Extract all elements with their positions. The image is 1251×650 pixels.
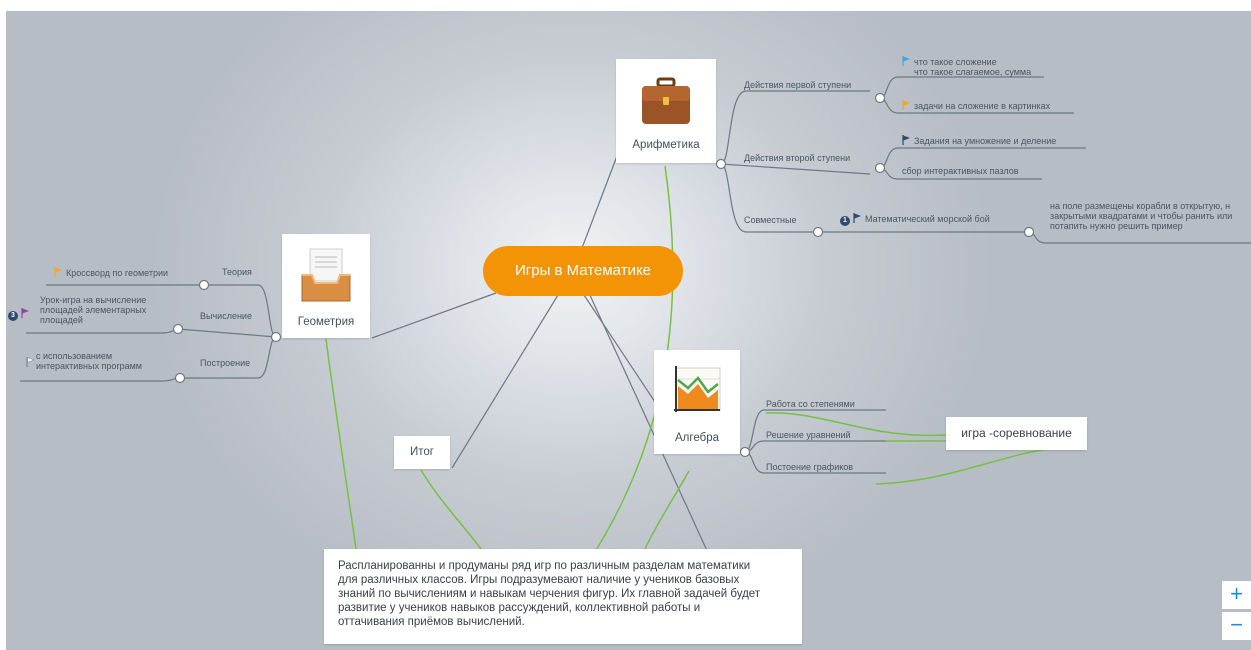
flag-blue-icon bbox=[902, 56, 910, 66]
arith-b1-leaf1-line2: что такое слагаемое, сумма bbox=[914, 67, 1032, 77]
geo-theory-label[interactable]: Теория bbox=[222, 267, 252, 277]
inbox-tray-icon bbox=[301, 248, 351, 302]
line-center-summary bbox=[451, 294, 559, 469]
arith-b1-leaf1-line1: что такое сложение bbox=[914, 57, 997, 67]
topic-algebra-label: Алгебра bbox=[675, 432, 719, 444]
flag-navy-icon bbox=[902, 135, 910, 145]
briefcase-icon bbox=[642, 77, 690, 124]
line-arith-b1-leaf1 bbox=[879, 76, 1044, 99]
line-geo-construct-leaf bbox=[20, 377, 181, 382]
collapse-dot-arith-b1[interactable] bbox=[874, 92, 886, 104]
collapse-dot-geo-calc[interactable] bbox=[172, 323, 184, 335]
note-line4: развитие у учеников навыков рассуждений,… bbox=[338, 602, 701, 614]
arith-branch2-label[interactable]: Действия второй ступени bbox=[744, 153, 851, 163]
topic-summary[interactable]: Итог bbox=[394, 436, 450, 469]
geo-construct-leaf-line2: интерактивных программ bbox=[36, 361, 142, 371]
connector-lines bbox=[20, 76, 1251, 615]
arith-b1-leaf2-text: задачи на сложение в картинках bbox=[914, 101, 1051, 111]
summary-note[interactable]: Распланированны и продуманы ряд игр по р… bbox=[324, 549, 802, 644]
geo-calc-leaf-line3: площадей bbox=[40, 315, 83, 325]
geo-construct-label[interactable]: Построение bbox=[200, 358, 251, 368]
line-geo-calc-leaf bbox=[26, 328, 181, 334]
geo-calc-label[interactable]: Вычисление bbox=[200, 311, 252, 321]
arith-b2-leaf1-text: Задания на умножение и деление bbox=[914, 136, 1057, 146]
note-line2: для различных классов. Игры подразумеваю… bbox=[338, 574, 740, 586]
arith-b2-leaf2[interactable]: сбор интерактивных пазлов bbox=[902, 166, 1019, 176]
collapse-dot-algebra[interactable] bbox=[739, 446, 751, 458]
arith-b3-note-line2: закрытыми квадратами и чтобы ранить или bbox=[1050, 211, 1233, 221]
game-node[interactable]: игра -соревнование bbox=[946, 417, 1087, 450]
mind-map[interactable]: Игры в Математике Арифметика Действия пе… bbox=[6, 11, 1251, 650]
geo-calc-leaf-line1: Урок-игра на вычисление bbox=[40, 295, 147, 305]
arith-b3-note[interactable]: на поле размещены корабли в открытую, н … bbox=[1050, 201, 1232, 231]
link-alg-b3-game bbox=[875, 446, 1067, 485]
line-center-geometry bbox=[371, 292, 497, 339]
flag-white-icon bbox=[26, 357, 35, 367]
alg-branch3[interactable]: Постоение графиков bbox=[766, 462, 854, 472]
flag-orange-icon bbox=[54, 267, 62, 277]
link-alg-b1-game bbox=[765, 412, 947, 437]
priority-badge: 3 bbox=[8, 311, 18, 321]
alg-branch2[interactable]: Решение уравнений bbox=[766, 430, 851, 440]
collapse-dot-geometry[interactable] bbox=[270, 331, 282, 343]
flag-navy-icon bbox=[853, 213, 861, 223]
arith-b3-leaf-text: Математический морской бой bbox=[865, 214, 990, 224]
topic-summary-label: Итог bbox=[410, 446, 434, 458]
arith-b3-note-line1: на поле размещены корабли в открытую, н bbox=[1050, 201, 1231, 211]
priority-badge: 1 bbox=[840, 216, 850, 226]
geo-theory-leaf-text: Кроссворд по геометрии bbox=[66, 268, 169, 278]
flag-orange-icon bbox=[902, 100, 910, 110]
arith-b1-leaf2[interactable]: задачи на сложение в картинках bbox=[902, 100, 1050, 111]
note-line1: Распланированны и продуманы ряд игр по р… bbox=[338, 560, 751, 572]
collapse-dot-geo-construct[interactable] bbox=[174, 372, 186, 384]
arith-b3-leaf[interactable]: 1 Математический морской бой bbox=[840, 213, 990, 226]
note-line3: знаний по вычислениям и навыкам черчения… bbox=[338, 588, 761, 600]
arith-branch1-label[interactable]: Действия первой ступени bbox=[744, 80, 852, 90]
topic-algebra[interactable]: Алгебра bbox=[654, 350, 740, 454]
line-arith-b2-leaf1 bbox=[879, 147, 1086, 169]
geo-theory-leaf[interactable]: Кроссворд по геометрии bbox=[54, 267, 168, 278]
topic-arithmetic[interactable]: Арифметика bbox=[616, 59, 716, 163]
topic-geometry-label: Геометрия bbox=[297, 316, 355, 328]
link-geo-note bbox=[325, 338, 360, 572]
line-center-algebra bbox=[583, 294, 662, 412]
zoom-in-button[interactable]: + bbox=[1222, 581, 1251, 609]
flag-purple-icon bbox=[21, 308, 29, 318]
collapse-dot-arithmetic[interactable] bbox=[715, 158, 727, 170]
line-arith-b3-note bbox=[1028, 231, 1251, 244]
line-arith-branch2 bbox=[720, 163, 871, 175]
arith-b3-note-line3: потапить нужно решить пример bbox=[1050, 221, 1183, 231]
arith-b2-leaf1[interactable]: Задания на умножение и деление bbox=[902, 135, 1056, 146]
collapse-dot-geo-theory[interactable] bbox=[198, 279, 210, 291]
note-line5: оттачивания приёмов вычислений. bbox=[338, 616, 525, 628]
collapse-dot-arith-b3[interactable] bbox=[812, 226, 824, 238]
topic-geometry[interactable]: Геометрия bbox=[282, 234, 370, 338]
geo-calc-leaf-line2: площадей элементарных bbox=[40, 305, 147, 315]
topic-arithmetic-label: Арифметика bbox=[632, 139, 700, 151]
geo-construct-leaf-line1: с использованием bbox=[36, 351, 113, 361]
line-geo-calc bbox=[177, 328, 277, 338]
central-topic[interactable]: Игры в Математике bbox=[483, 246, 683, 296]
arith-branch3-label[interactable]: Совместные bbox=[744, 215, 797, 225]
collapse-dot-arith-b3-leaf[interactable] bbox=[1023, 226, 1035, 238]
zoom-out-button[interactable]: − bbox=[1222, 612, 1251, 640]
collapse-dot-arith-b2[interactable] bbox=[874, 162, 886, 174]
chart-icon bbox=[674, 366, 721, 412]
alg-branch1[interactable]: Работа со степенями bbox=[766, 399, 855, 409]
line-alg-branch2 bbox=[744, 440, 886, 453]
